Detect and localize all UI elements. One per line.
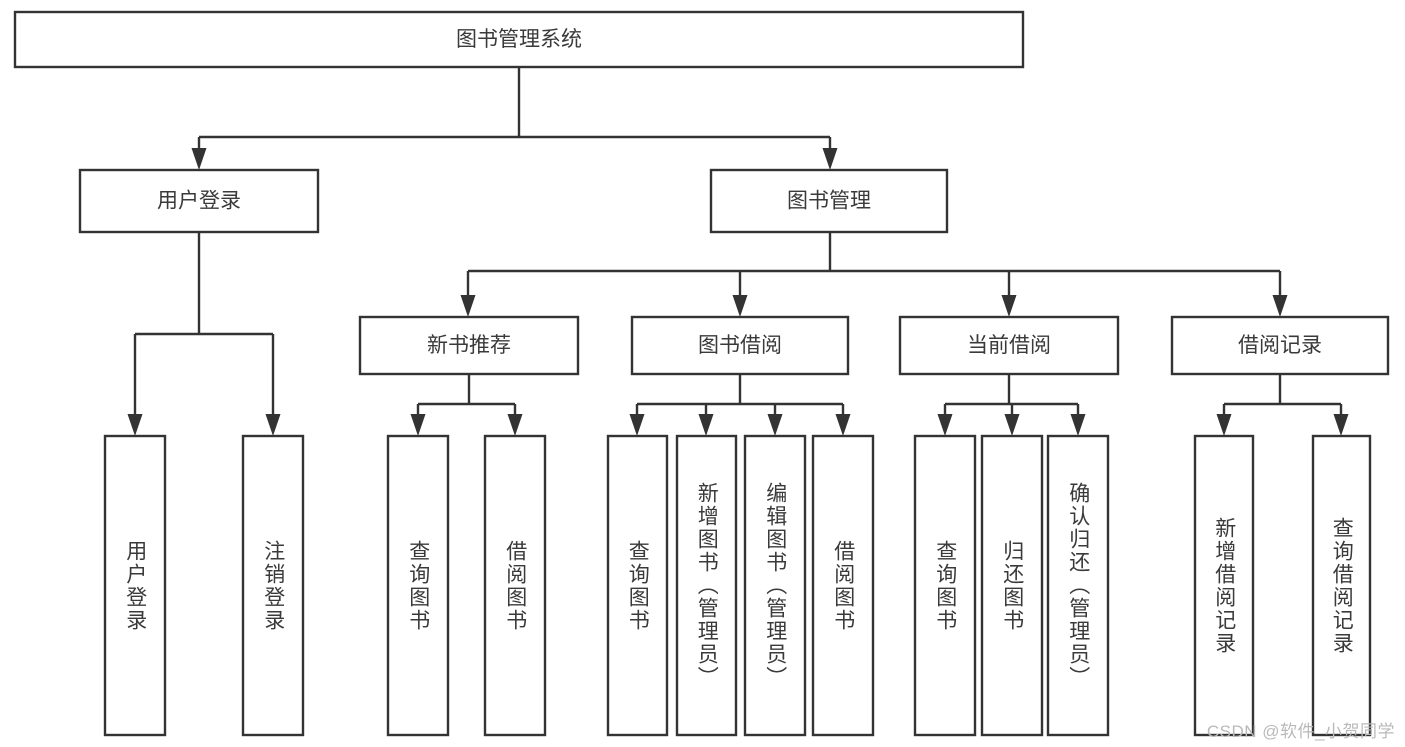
node-box-query-book-2[interactable]: [606, 434, 669, 737]
arrow-book-mgmt: [822, 148, 838, 170]
arrow-confirm-return: [1070, 414, 1086, 436]
node-box-return-book[interactable]: [980, 434, 1044, 737]
node-box-add-book[interactable]: [675, 434, 738, 737]
node-box-confirm-return[interactable]: [1046, 434, 1110, 737]
arrow-user-login: [191, 148, 207, 170]
arrow-add-borrow-record: [1216, 414, 1232, 436]
csdn-watermark: CSDN @软件_小贺同学: [1206, 722, 1395, 741]
node-box-new-book-recommend[interactable]: [358, 315, 580, 376]
node-box-query-book-1[interactable]: [386, 434, 450, 737]
node-box-borrow-book-2[interactable]: [811, 434, 875, 737]
node-box-borrow-book-1[interactable]: [483, 434, 547, 737]
node-box-edit-book[interactable]: [743, 434, 807, 737]
arrow-edit-book: [767, 414, 783, 436]
arrow-query-book-1: [410, 414, 426, 436]
node-label-book-management: 图书管理: [787, 190, 871, 213]
arrow-user-login-do: [127, 414, 143, 436]
node-box-root[interactable]: [13, 10, 1025, 69]
arrowheads-layer: [127, 148, 1349, 436]
arrow-user-logout: [265, 414, 281, 436]
node-box-book-management[interactable]: [709, 168, 949, 234]
node-box-user-login-do[interactable]: [103, 434, 167, 737]
arrow-new-book-recommend: [460, 295, 476, 317]
node-label-borrow-records: 借阅记录: [1238, 334, 1322, 357]
arrow-borrow-records: [1272, 295, 1288, 317]
arrow-return-book: [1004, 414, 1020, 436]
node-box-borrow-records[interactable]: [1170, 315, 1390, 376]
node-label-user-login: 用户登录: [157, 190, 241, 213]
arrow-query-borrow-record: [1333, 414, 1349, 436]
node-label-new-book-recommend: 新书推荐: [427, 334, 511, 357]
node-label-current-borrow: 当前借阅: [967, 334, 1051, 357]
node-label-book-borrow: 图书借阅: [698, 334, 782, 357]
node-box-user-login[interactable]: [78, 168, 320, 234]
arrow-book-borrow: [732, 295, 748, 317]
node-box-query-borrow-record[interactable]: [1311, 434, 1372, 737]
arrow-query-book-2: [629, 414, 645, 436]
arrow-borrow-book-2: [835, 414, 851, 436]
node-box-add-borrow-record[interactable]: [1193, 434, 1255, 737]
node-box-user-logout[interactable]: [241, 434, 305, 737]
node-box-query-book-3[interactable]: [913, 434, 977, 737]
arrow-borrow-book-1: [507, 414, 523, 436]
node-label-root: 图书管理系统: [456, 28, 582, 51]
node-boxes-layer: [13, 10, 1390, 737]
node-box-book-borrow[interactable]: [630, 315, 850, 376]
node-box-current-borrow[interactable]: [898, 315, 1120, 376]
arrow-current-borrow: [1001, 295, 1017, 317]
arrow-add-book: [698, 414, 714, 436]
arrow-query-book-3: [937, 414, 953, 436]
